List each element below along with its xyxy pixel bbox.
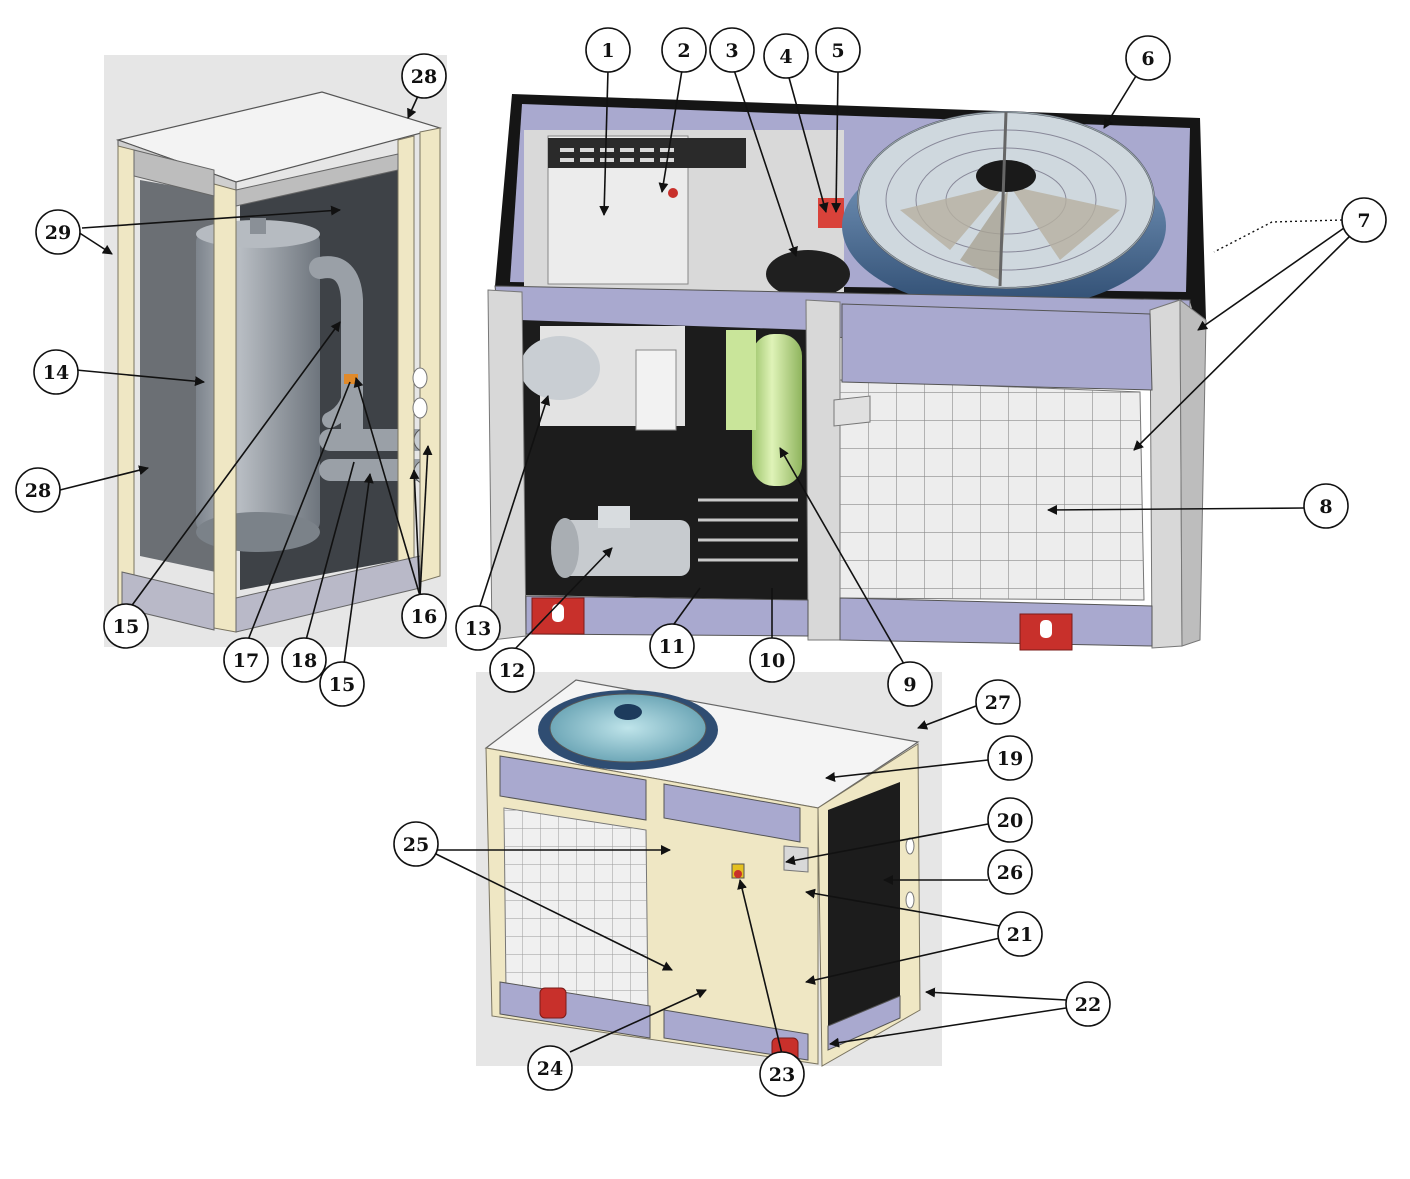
callout-4: 4: [763, 33, 809, 79]
callout-9: 9: [887, 661, 933, 707]
callout-16-label: 16: [411, 606, 437, 628]
callout-19-label: 19: [997, 748, 1023, 770]
callout-14: 14: [33, 349, 79, 395]
assembled-unit-illustration: [476, 672, 942, 1067]
callout-25-label: 25: [403, 834, 429, 856]
callout-8-label: 8: [1319, 496, 1332, 518]
leader-lines: [59, 69, 1351, 1055]
callout-10-label: 10: [759, 650, 785, 672]
callout-13-label: 13: [465, 618, 491, 640]
callout-2: 2: [661, 27, 707, 73]
callout-28b-label: 28: [25, 480, 51, 502]
callout-19: 19: [987, 735, 1033, 781]
callout-28b: 28: [15, 467, 61, 513]
callout-27-label: 27: [985, 692, 1011, 714]
callout-17: 17: [223, 637, 269, 683]
callout-14-label: 14: [43, 362, 69, 384]
callout-26: 26: [987, 849, 1033, 895]
callout-26-label: 26: [997, 862, 1023, 884]
callout-23: 23: [759, 1051, 805, 1097]
callout-5-label: 5: [831, 40, 844, 62]
callout-6-label: 6: [1141, 48, 1154, 70]
callout-16: 16: [401, 593, 447, 639]
callout-24-label: 24: [537, 1058, 563, 1080]
callout-24: 24: [527, 1045, 573, 1091]
callout-22: 22: [1065, 981, 1111, 1027]
callout-25: 25: [393, 821, 439, 867]
callout-27: 27: [975, 679, 1021, 725]
callout-15a: 15: [103, 603, 149, 649]
callout-5: 5: [815, 27, 861, 73]
callout-11-label: 11: [659, 636, 685, 658]
callout-29: 29: [35, 209, 81, 255]
callout-20: 20: [987, 797, 1033, 843]
mounting-bracket-right: [1019, 613, 1073, 651]
callout-15b-label: 15: [329, 674, 355, 696]
callout-2-label: 2: [677, 40, 690, 62]
callout-10: 10: [749, 637, 795, 683]
callout-12: 12: [489, 647, 535, 693]
callout-1: 1: [585, 27, 631, 73]
callout-18-label: 18: [291, 650, 317, 672]
callout-6: 6: [1125, 35, 1171, 81]
callout-12-label: 12: [499, 660, 525, 682]
callout-13: 13: [455, 605, 501, 651]
circulation-pump: [551, 506, 690, 578]
callouts: 1 2 3 4 5 6 7 8 9 10 11 12 13 14 15 15 1…: [15, 27, 1387, 1097]
callout-3-label: 3: [725, 40, 738, 62]
callout-11: 11: [649, 623, 695, 669]
callout-21-label: 21: [1007, 924, 1033, 946]
callout-7-label: 7: [1357, 210, 1370, 232]
callout-7: 7: [1341, 197, 1387, 243]
callout-8: 8: [1303, 483, 1349, 529]
pressure-switch: [818, 198, 844, 228]
callout-23-label: 23: [769, 1064, 795, 1086]
callout-15b: 15: [319, 661, 365, 707]
callout-21: 21: [997, 911, 1043, 957]
valve-fitting: [344, 374, 358, 384]
fan: [842, 111, 1166, 310]
callout-28a: 28: [401, 53, 447, 99]
callout-15a-label: 15: [113, 616, 139, 638]
callout-29-label: 29: [45, 222, 71, 244]
callout-9-label: 9: [903, 674, 916, 696]
compressor: [726, 330, 802, 486]
callout-22-label: 22: [1075, 994, 1101, 1016]
callout-17-label: 17: [233, 650, 259, 672]
evaporator-coil: [839, 379, 1145, 601]
main-unit-interior-illustration: [487, 94, 1207, 651]
mounting-bracket-left: [531, 597, 585, 635]
callout-28a-label: 28: [411, 66, 437, 88]
callout-4-label: 4: [779, 46, 792, 68]
callout-1-label: 1: [601, 40, 614, 62]
callout-18: 18: [281, 637, 327, 683]
callout-20-label: 20: [997, 810, 1023, 832]
callout-3: 3: [709, 27, 755, 73]
tank-cabinet-illustration: [104, 55, 447, 647]
indicator-light: [668, 188, 678, 198]
